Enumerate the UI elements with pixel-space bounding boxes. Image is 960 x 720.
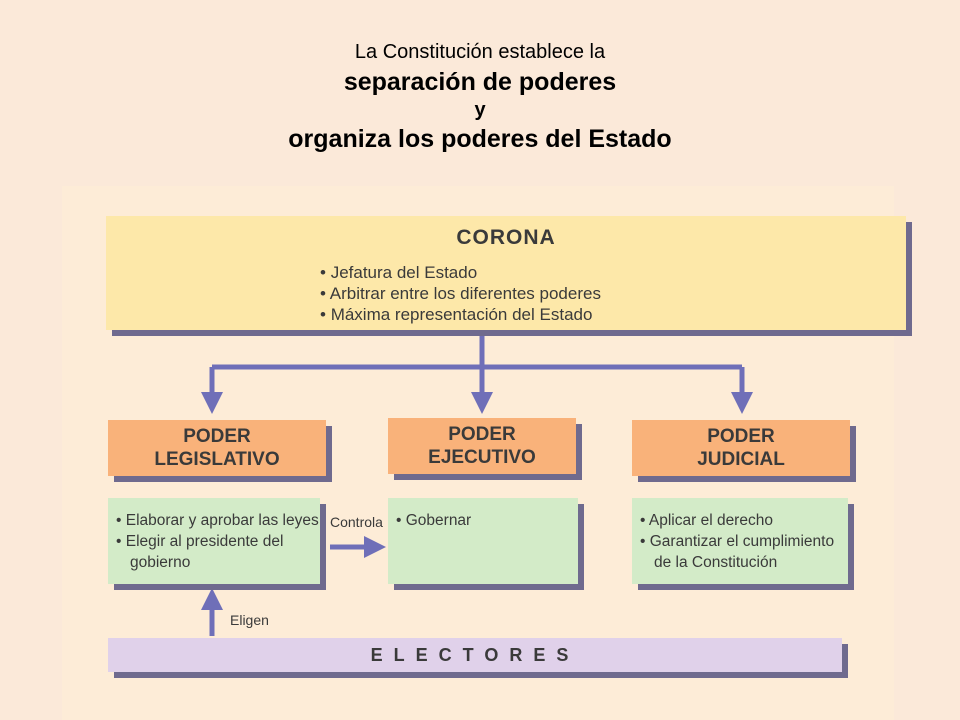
slide-title: La Constitución establece la separación … (0, 38, 960, 156)
corona-function-item: Arbitrar entre los diferentes poderes (320, 283, 601, 304)
eligen-label: Eligen (230, 612, 269, 628)
ejecutivo-function-list: Gobernar (396, 510, 475, 531)
poder-ejecutivo-title: PODER EJECUTIVO (428, 424, 536, 468)
title-line-3: y (474, 99, 486, 121)
powers-diagram: CORONA Jefatura del Estado Arbitrar entr… (62, 186, 906, 720)
title-line-4: organiza los poderes del Estado (288, 125, 672, 153)
arrowhead-ejecutivo (471, 392, 493, 414)
legislativo-function-item: Elaborar y aprobar las leyes (116, 510, 320, 531)
arrowhead-judicial (731, 392, 753, 414)
corona-function-item: Máxima representación del Estado (320, 304, 601, 325)
controla-label: Controla (330, 514, 383, 530)
corona-function-list: Jefatura del Estado Arbitrar entre los d… (320, 262, 601, 325)
corona-title: CORONA (456, 226, 556, 249)
poder-judicial-title: PODER JUDICIAL (697, 426, 785, 470)
connector-arrows (201, 336, 753, 636)
arrowhead-legislativo (201, 392, 223, 414)
judicial-function-item: Aplicar el derecho (640, 510, 848, 531)
poder-legislativo-title: PODER LEGISLATIVO (154, 426, 280, 470)
legislativo-functions-box: Elaborar y aprobar las leyes Elegir al p… (108, 498, 320, 584)
judicial-function-item: Garantizar el cumplimiento de la Constit… (640, 531, 848, 573)
judicial-function-list: Aplicar el derecho Garantizar el cumplim… (640, 510, 848, 573)
corona-box: CORONA Jefatura del Estado Arbitrar entr… (106, 216, 906, 330)
judicial-functions-box: Aplicar el derecho Garantizar el cumplim… (632, 498, 848, 584)
arrowhead-controla (364, 536, 386, 558)
title-line-2: separación de poderes (343, 68, 617, 96)
electores-label: ELECTORES (370, 644, 580, 665)
electores-box: ELECTORES (108, 638, 842, 672)
poder-ejecutivo-box: PODER EJECUTIVO (388, 418, 576, 474)
legislativo-function-item: Elegir al presidente del gobierno (116, 531, 320, 573)
poder-judicial-box: PODER JUDICIAL (632, 420, 850, 476)
arrowhead-eligen (201, 588, 223, 610)
title-line-1: La Constitución establece la (354, 41, 606, 63)
corona-function-item: Jefatura del Estado (320, 262, 601, 283)
ejecutivo-functions-box: Gobernar (388, 498, 578, 584)
legislativo-function-list: Elaborar y aprobar las leyes Elegir al p… (116, 510, 320, 573)
ejecutivo-function-item: Gobernar (396, 510, 475, 531)
poder-legislativo-box: PODER LEGISLATIVO (108, 420, 326, 476)
